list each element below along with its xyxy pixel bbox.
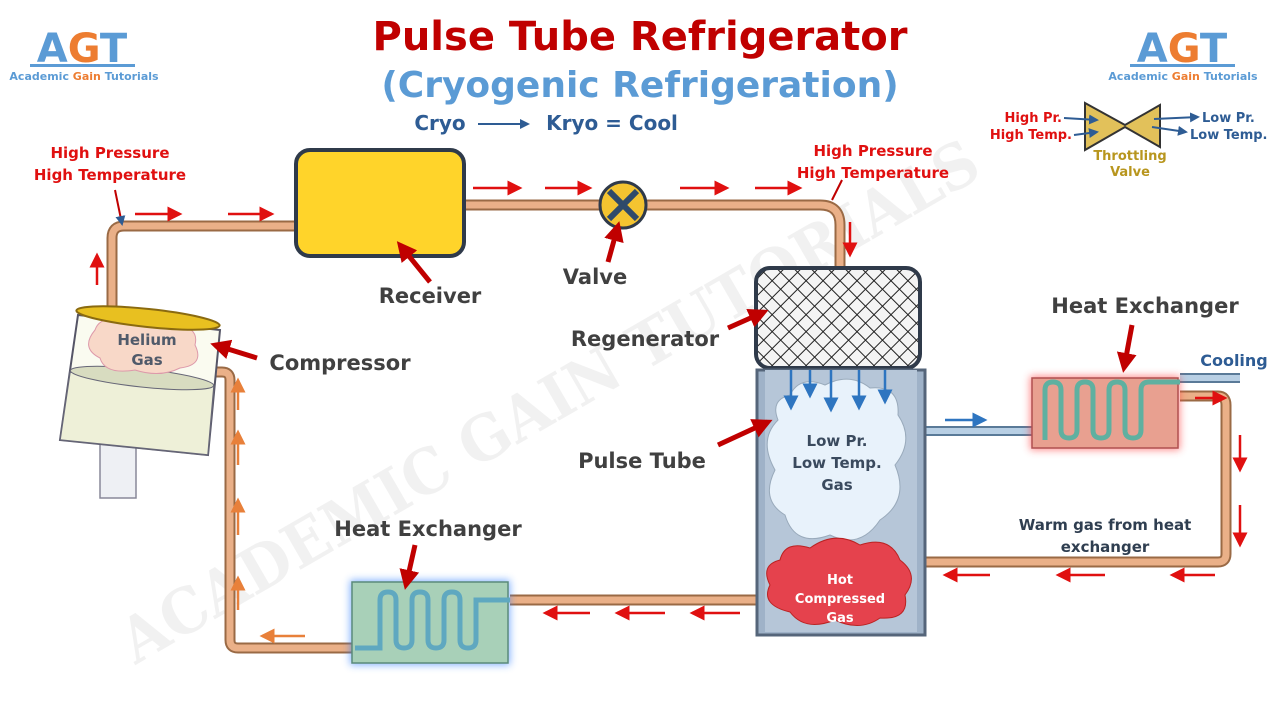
svg-text:Academic Gain Tutorials: Academic Gain Tutorials [9,70,159,83]
receiver [294,148,466,258]
label-cold-gas-2: Low Temp. [792,454,881,472]
label-compressor: Compressor [269,351,411,375]
label-cold-gas-1: Low Pr. [807,432,868,450]
heat-exchanger-right [1030,376,1180,450]
label-hot-gas-1: Hot [827,573,853,588]
label-warm-gas-2: exchanger [1061,538,1150,556]
agt-logo-left: AGT Academic Gain Tutorials [9,26,159,83]
label-heat-exchanger-right: Heat Exchanger [1051,294,1239,318]
regenerator [754,266,922,370]
label-cooling: Cooling [1200,351,1268,370]
legend-out-1: Low Pr. [1202,111,1255,126]
legend-in-2: High Temp. [990,128,1072,143]
label-pulse-tube: Pulse Tube [578,449,706,473]
flow-arrows [89,180,1248,644]
label-helium-1: Helium [117,331,176,349]
pointer-arrows [114,179,1137,590]
label-regenerator: Regenerator [571,327,720,351]
legend-name-2: Valve [1110,165,1150,180]
etymology-from: Cryo [414,111,465,135]
throttling-valve-icon [1084,101,1161,152]
legend-out-2: Low Temp. [1190,128,1268,143]
throttling-valve-legend: High Pr. High Temp. Low Pr. Low Temp. Th… [990,101,1268,180]
label-right-high-temperature: High Temperature [797,164,949,182]
label-left-high-pressure: High Pressure [50,144,169,162]
label-right-high-pressure: High Pressure [813,142,932,160]
label-helium-2: Gas [131,351,162,369]
label-cold-gas-3: Gas [821,476,852,494]
hot-gas-cloud [766,537,912,626]
label-left-high-temperature: High Temperature [34,166,186,184]
compressor [58,305,222,499]
label-valve: Valve [563,265,627,289]
svg-text:Academic Gain Tutorials: Academic Gain Tutorials [1108,70,1258,83]
heat-exchanger-bottom [350,580,510,665]
legend-in-1: High Pr. [1005,111,1062,126]
page-subtitle: (Cryogenic Refrigeration) [381,65,898,106]
gas-flow-arrows [783,370,988,428]
label-receiver: Receiver [379,284,482,308]
label-hot-gas-3: Gas [826,611,853,626]
agt-logo-right: AGT Academic Gain Tutorials [1108,26,1258,83]
valve-icon [598,180,648,230]
label-heat-exchanger-bottom: Heat Exchanger [334,517,522,541]
page-title: Pulse Tube Refrigerator [373,14,908,60]
label-hot-gas-2: Compressed [795,592,885,607]
etymology-to: Kryo = Cool [546,111,678,135]
label-warm-gas-1: Warm gas from heat [1019,516,1192,534]
legend-name-1: Throttling [1093,149,1166,164]
